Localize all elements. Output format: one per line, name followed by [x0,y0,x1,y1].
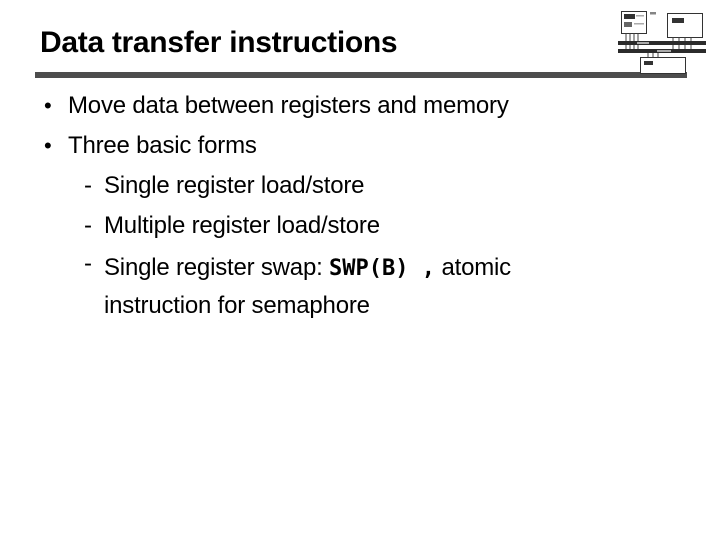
diagram-processor-box [621,11,656,34]
bullet-text: Move data between registers and memory [68,92,509,119]
sub-bullet-text: Single register swap: SWP(B) , atomic in… [104,249,511,324]
slide-title: Data transfer instructions [40,26,398,59]
sub-bullet-item: - Multiple register load/store [84,211,380,241]
swap-mnemonic-code: SWP(B) , [329,256,436,281]
bullet-item: • Move data between registers and memory [44,91,509,121]
bullet-text: Three basic forms [68,132,257,159]
diagram-data-bus [618,49,706,53]
bullet-dash-glyph: - [84,172,92,199]
bullet-dot-glyph: • [44,133,52,158]
sub-bullet-line2: instruction for semaphore [104,292,370,319]
sub-bullet-line1: Single register swap: SWP(B) , atomic [104,254,511,281]
diagram-address-bus [618,41,706,45]
bullet-dot-glyph: • [44,93,52,118]
diagram-memory-box [667,13,703,38]
arm-system-diagram-icon [618,11,706,74]
sub-bullet-item: - Single register load/store [84,171,364,201]
sub-bullet-item: - Single register swap: SWP(B) , atomic … [84,249,511,324]
diagram-peripheral-box [640,53,686,74]
bullet-dash-glyph: - [84,250,92,277]
swap-text-prefix: Single register swap: [104,254,330,281]
swap-text-suffix: atomic [435,254,511,281]
sub-bullet-text: Single register load/store [104,172,365,199]
bullet-item: • Three basic forms [44,131,257,161]
bullet-dash-glyph: - [84,212,92,239]
sub-bullet-text: Multiple register load/store [104,212,380,239]
title-divider-rule [35,72,687,78]
